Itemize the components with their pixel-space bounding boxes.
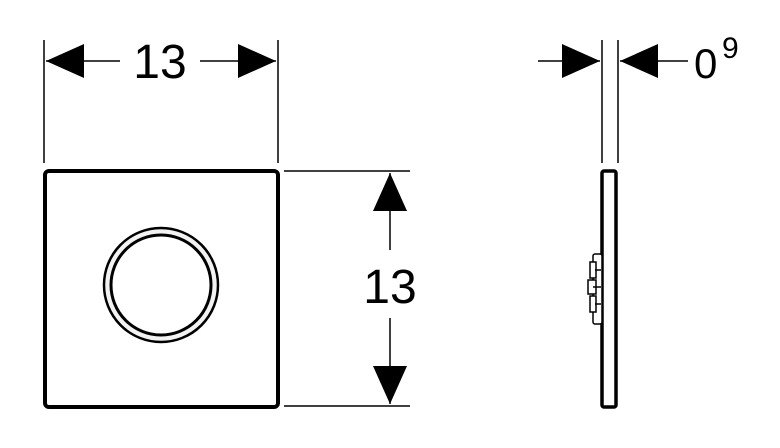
width-arrowhead-right — [238, 44, 276, 78]
button-inner-circle — [109, 233, 213, 337]
width-label: 13 — [133, 36, 186, 89]
thickness-label: 0 — [694, 40, 717, 87]
front-plate-outline — [43, 169, 280, 409]
side-plate-profile — [600, 169, 618, 409]
height-arrowhead-top — [373, 173, 407, 211]
side-view: 0 9 — [538, 32, 739, 409]
mounting-clip — [587, 253, 603, 325]
thickness-arrowhead-right — [620, 44, 658, 78]
front-view: 13 13 — [43, 36, 417, 409]
thickness-label-superscript: 9 — [722, 32, 739, 65]
height-label: 13 — [363, 261, 416, 314]
thickness-label-main: 0 — [694, 40, 717, 87]
thickness-arrowhead-left — [562, 44, 600, 78]
width-arrowhead-left — [46, 44, 84, 78]
height-arrowhead-bottom — [373, 366, 407, 404]
